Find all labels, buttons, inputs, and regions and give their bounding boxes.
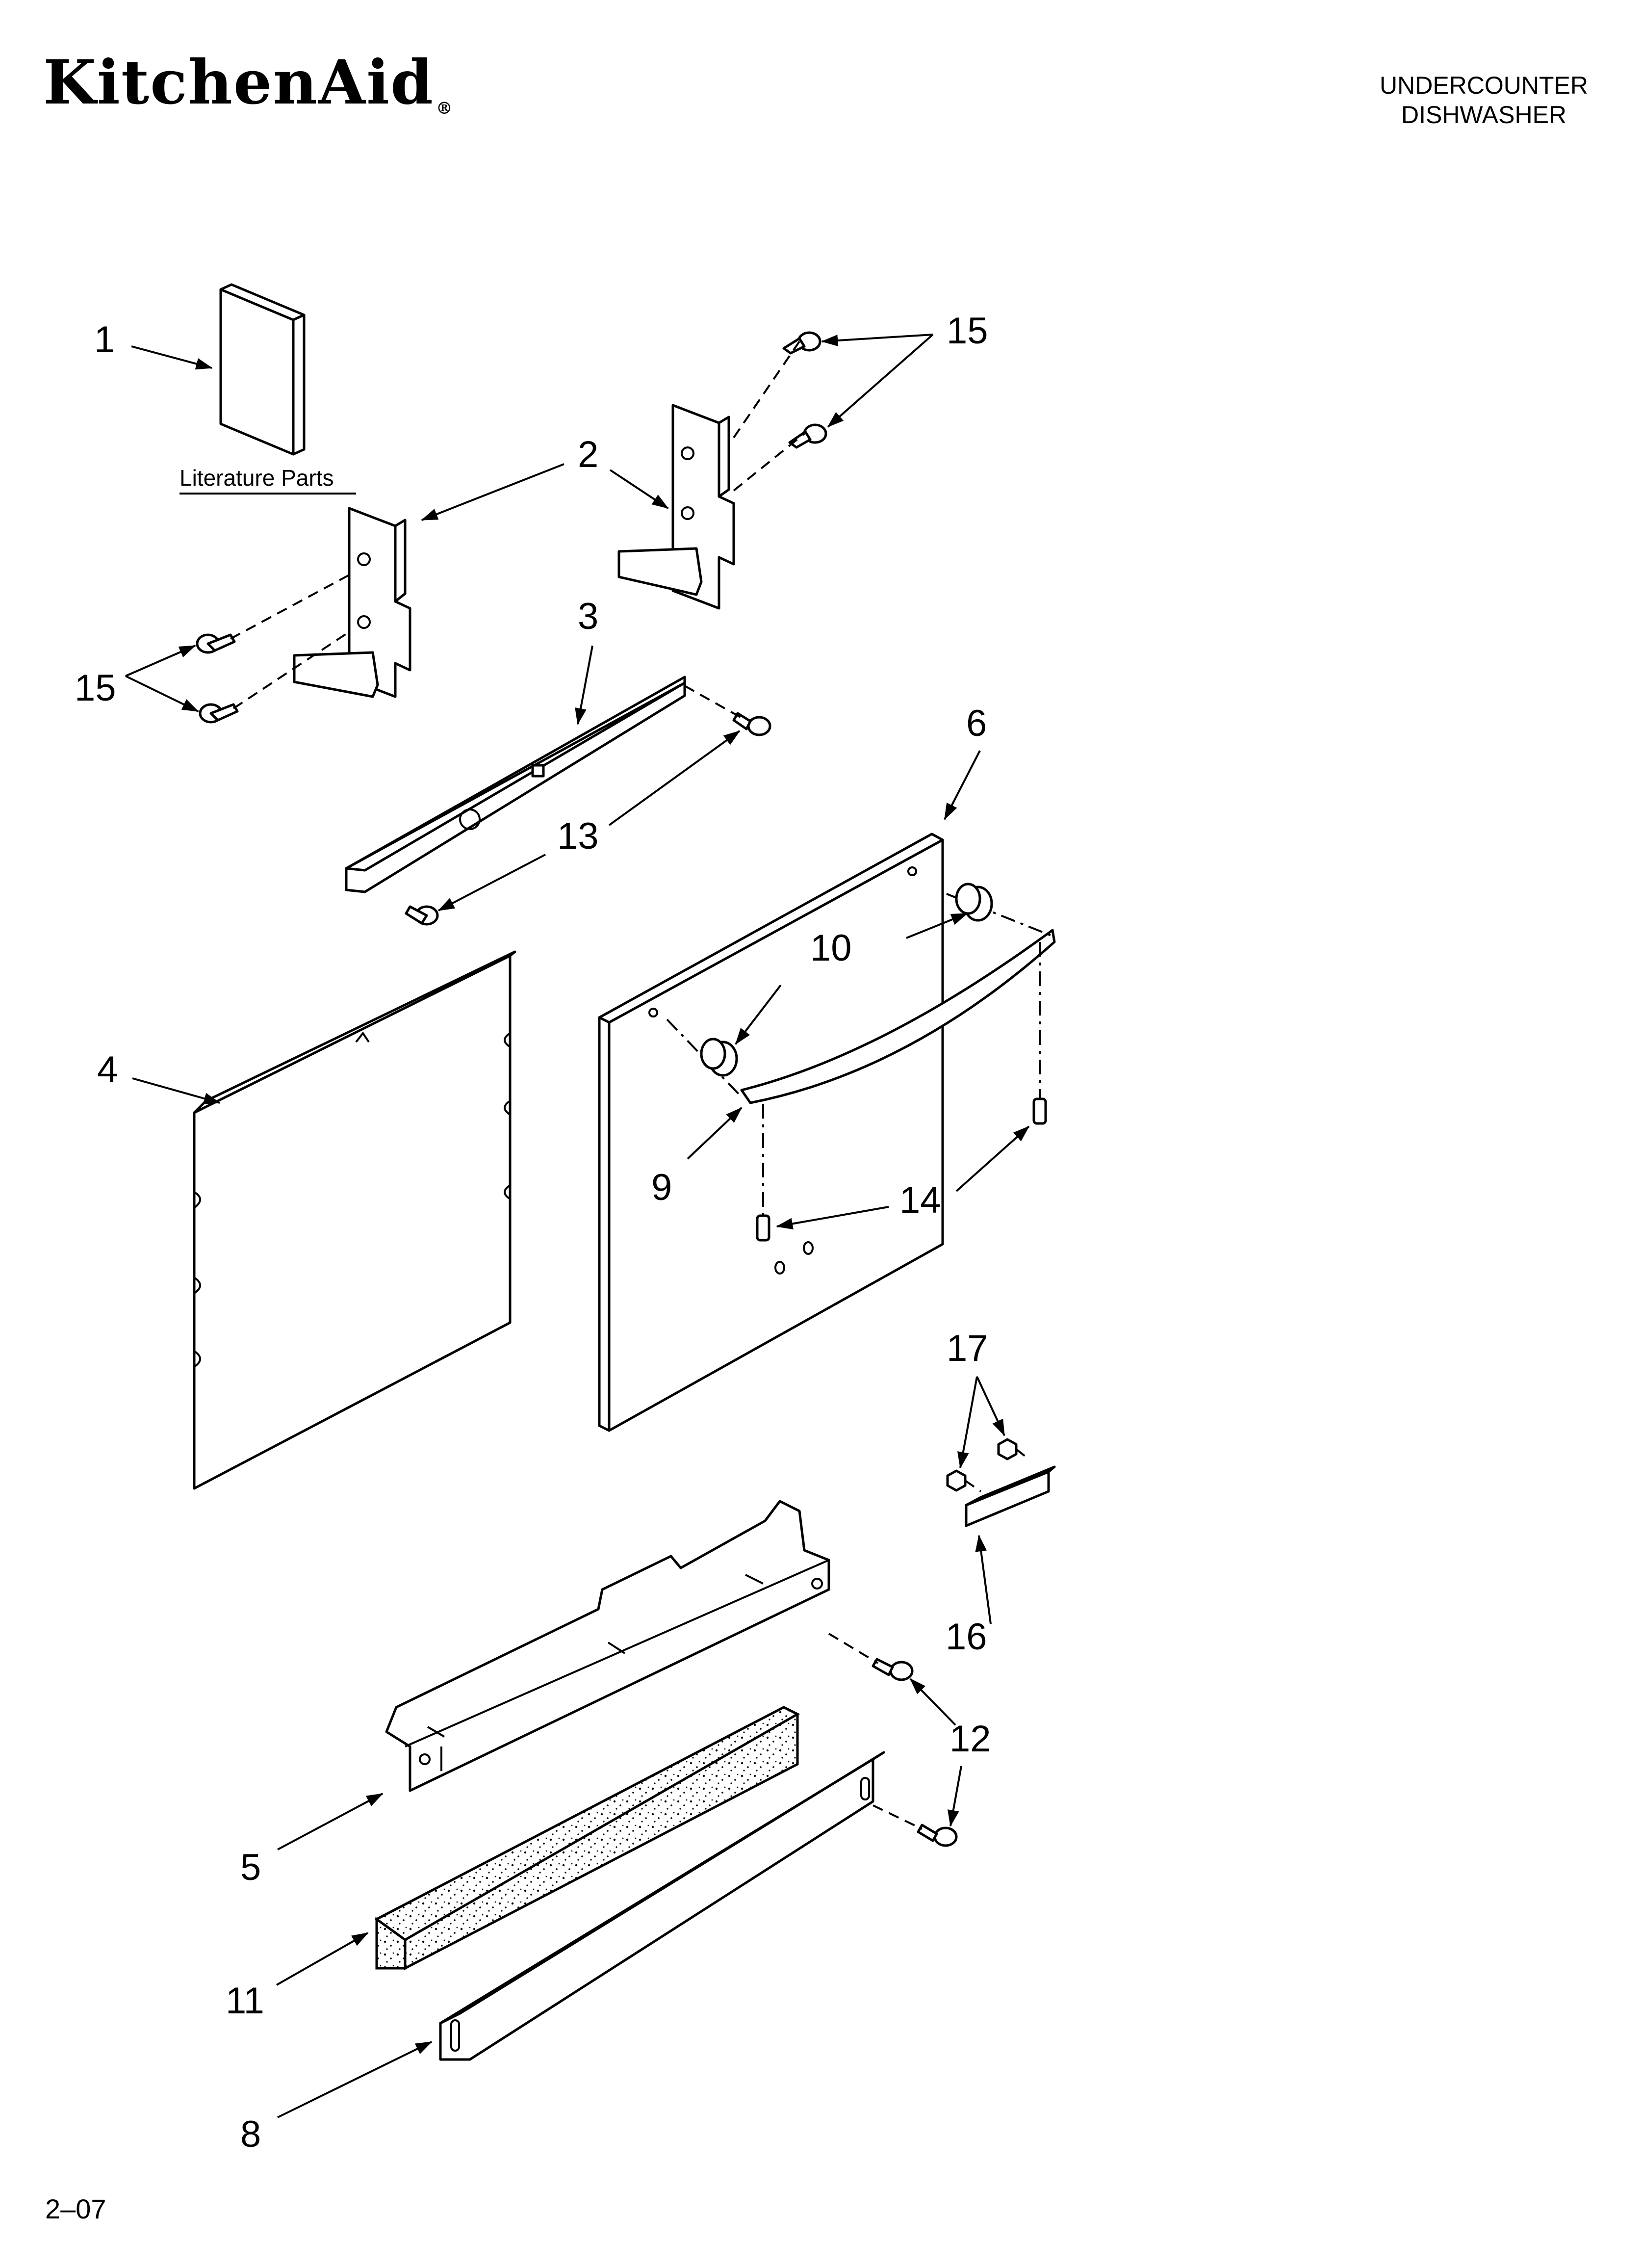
part-5-toe-kick-support [385,1500,914,1792]
brand-name: KitchenAid [43,47,434,118]
callout-1: 1 [94,319,115,361]
part-9-handle [666,893,1056,1104]
part-4-side-panel [193,950,516,1490]
callout-5: 5 [240,1847,261,1888]
part-11-foam-insulation [374,1706,800,1971]
part-2-mounting-brackets [293,404,735,698]
part-1-literature-booklet: Literature Parts [180,283,356,495]
callout-numbers: 1 2 3 4 5 6 8 9 10 11 12 13 14 15 15 16 … [75,310,991,2155]
footer-code: 2–07 [45,2193,106,2224]
literature-parts-label: Literature Parts [180,465,334,491]
part-17-nuts [946,1438,1031,1492]
document-title: UNDERCOUNTER DISHWASHER [1380,71,1588,130]
callout-15-right: 15 [947,310,988,352]
callout-14: 14 [899,1179,941,1221]
leader-lines [125,334,1030,2118]
callout-16: 16 [946,1616,987,1658]
title-line-1: UNDERCOUNTER [1380,72,1588,99]
callout-11: 11 [226,1980,264,2022]
part-15-screws [196,331,827,724]
title-line-2: DISHWASHER [1401,101,1567,129]
part-16-badge [965,1465,1056,1527]
part-8-toe-kick-panel [439,1751,958,2061]
part-3-top-rail [345,676,771,926]
callout-6: 6 [966,703,987,744]
registered-mark: ® [436,99,454,118]
callout-12: 12 [949,1718,991,1760]
part-10-standoffs [700,883,993,1077]
callout-15-left: 15 [75,667,116,709]
callout-13: 13 [557,815,599,857]
callout-17: 17 [947,1328,988,1369]
callout-9: 9 [651,1167,672,1208]
callout-10: 10 [810,927,852,969]
part-6-door-panel [598,833,944,1432]
part-14-studs [756,942,1047,1242]
brand-logo: KitchenAid® [43,47,454,118]
callout-8: 8 [240,2113,261,2155]
callout-2: 2 [578,434,598,475]
callout-3: 3 [578,596,598,637]
callout-4: 4 [97,1049,118,1091]
